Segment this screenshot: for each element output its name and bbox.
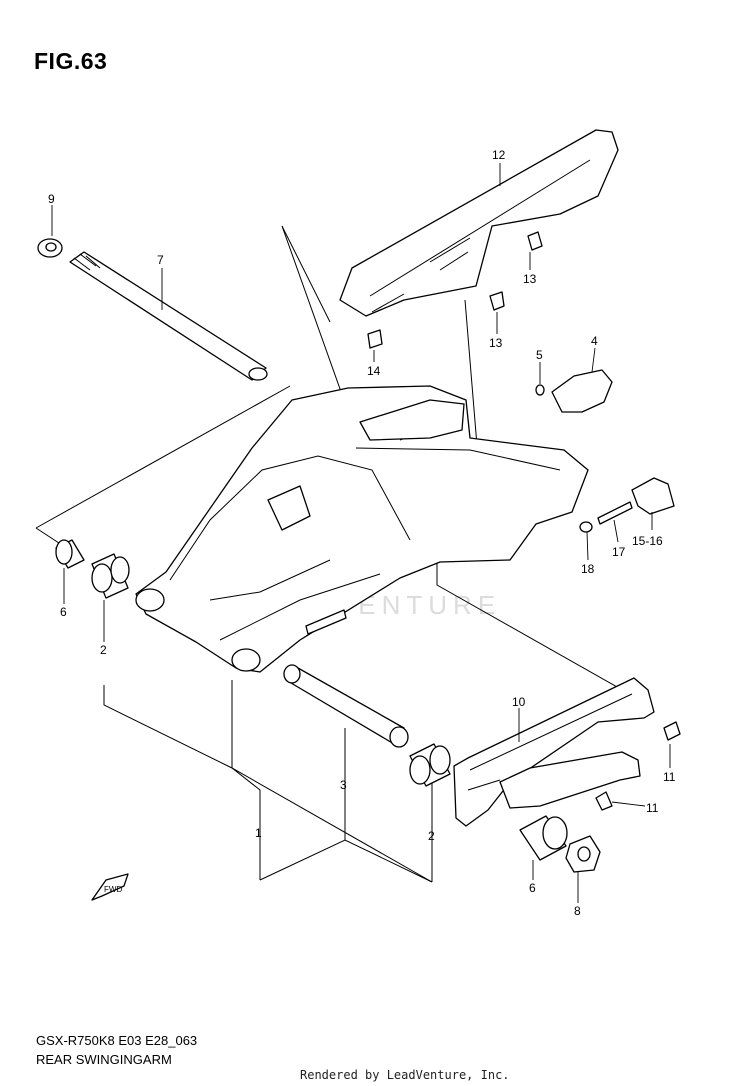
hardware xyxy=(367,231,681,811)
callout-13a: 13 xyxy=(523,272,537,286)
callout-12: 12 xyxy=(492,148,506,162)
callout-3: 3 xyxy=(340,778,347,792)
callout-9: 9 xyxy=(48,192,55,206)
dust-seal-right xyxy=(519,815,568,861)
bearing-right xyxy=(409,743,451,787)
figure-title: FIG.63 xyxy=(34,48,108,74)
fwd-arrow-icon: FWD xyxy=(91,873,129,901)
leader-lines xyxy=(51,163,671,903)
callout-labels: 9 7 12 13 13 14 5 4 15-16 17 18 6 2 10 1… xyxy=(48,148,676,918)
callout-1: 1 xyxy=(255,826,262,840)
callout-13b: 13 xyxy=(489,336,503,350)
figure-code: GSX-R750K8 E03 E28_063 xyxy=(36,1033,198,1048)
bearing-left xyxy=(91,553,130,599)
callout-4: 4 xyxy=(591,334,598,348)
figure-name: REAR SWINGINGARM xyxy=(36,1052,172,1067)
dust-seal-left xyxy=(55,539,85,569)
callout-6a: 6 xyxy=(60,605,67,619)
callout-10: 10 xyxy=(512,695,526,709)
callout-7: 7 xyxy=(157,253,164,267)
callout-8: 8 xyxy=(574,904,581,918)
callout-11a: 11 xyxy=(663,770,676,784)
callout-5: 5 xyxy=(536,348,543,362)
pivot-shaft xyxy=(69,251,268,381)
rendered-by-credit: Rendered by LeadVenture, Inc. xyxy=(300,1068,510,1082)
callout-2b: 2 xyxy=(428,829,435,843)
callout-17: 17 xyxy=(612,545,626,559)
swingarm-body xyxy=(135,385,589,673)
spacer-tube xyxy=(283,664,409,748)
chain-buffer xyxy=(453,677,655,827)
callout-14: 14 xyxy=(367,364,381,378)
pivot-nut-right xyxy=(565,835,601,873)
assembly-group-lines xyxy=(35,225,641,883)
pivot-nut xyxy=(37,238,63,258)
callout-15-16: 15-16 xyxy=(632,534,663,548)
callout-2a: 2 xyxy=(100,643,107,657)
chain-cover xyxy=(339,129,619,317)
callout-18: 18 xyxy=(581,562,595,576)
callout-6b: 6 xyxy=(529,881,536,895)
fwd-label: FWD xyxy=(104,885,122,894)
callout-11b: 11 xyxy=(646,801,659,815)
